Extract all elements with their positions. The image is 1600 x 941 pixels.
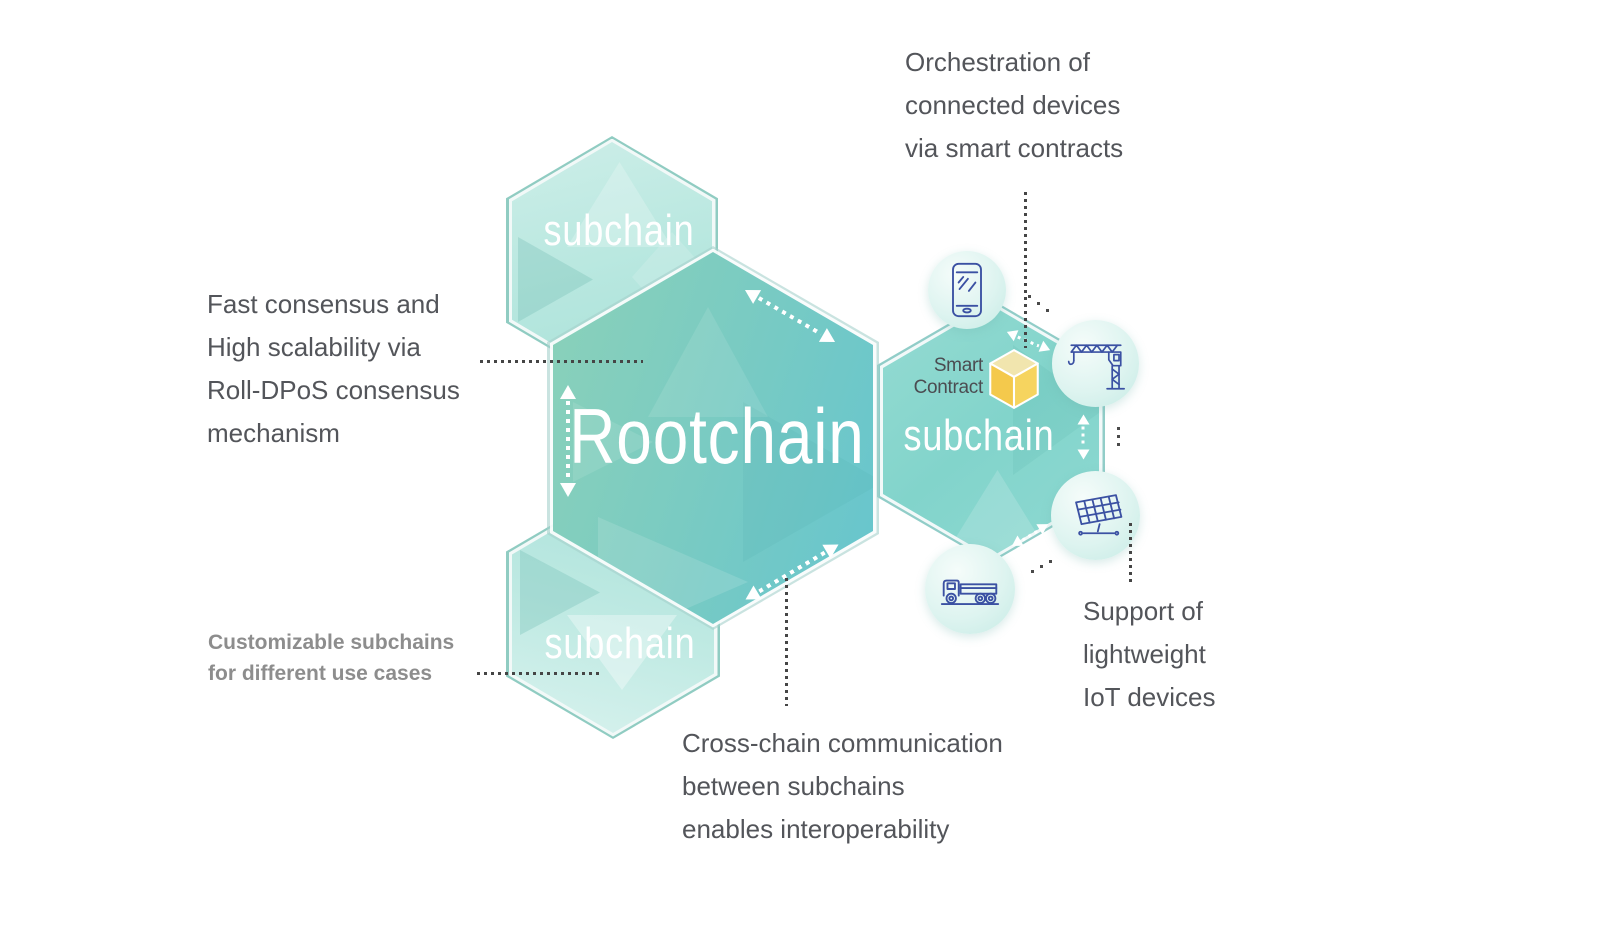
arrow-shaft: [566, 401, 570, 481]
annotation-line: High scalability via: [207, 332, 421, 362]
solar-panel-icon: [1074, 493, 1122, 536]
dot-cluster-phone-crane: [1037, 302, 1040, 305]
subchain-label-bottom-left: subchain: [544, 619, 696, 668]
crane-icon: [1067, 343, 1125, 390]
annotation-orchestration: Orchestration of connected devices via s…: [905, 41, 1123, 170]
arrow-shaft: [1021, 529, 1039, 541]
leader-line-orchestration: [1024, 192, 1027, 348]
annotation-fast-consensus: Fast consensus and High scalability via …: [207, 283, 460, 455]
dot-cluster-truck-solar: [1049, 560, 1052, 563]
annotation-line: Cross-chain communication: [682, 728, 1003, 758]
arrow-shaft: [1082, 426, 1085, 448]
annotation-line: via smart contracts: [905, 133, 1124, 163]
annotation-line: lightweight: [1083, 639, 1206, 669]
smart-contract-caption-line: Contract: [913, 377, 984, 398]
annotation-line: mechanism: [207, 418, 340, 448]
annotation-line: Fast consensus and: [207, 289, 440, 319]
rootchain-label: Rootchain: [569, 392, 865, 480]
crane-device-circle: [1052, 320, 1139, 407]
dot-cluster-truck-solar: [1031, 570, 1034, 573]
annotation-line: Orchestration of: [905, 47, 1090, 77]
subchain-label-right: subchain: [903, 411, 1055, 460]
dot-cluster-right-edge: [1117, 435, 1120, 438]
leader-line-cross-chain: [785, 578, 788, 706]
smart-contract-cube-icon: [989, 349, 1039, 409]
annotation-line: Roll-DPoS consensus: [207, 375, 460, 405]
arrowhead-icon: [1077, 449, 1090, 460]
truck-icon: [940, 579, 1000, 605]
dot-cluster-right-edge: [1117, 443, 1120, 446]
annotation-line: connected devices: [905, 90, 1121, 120]
dot-cluster-right-edge: [1117, 427, 1120, 430]
annotation-line: enables interoperability: [682, 814, 950, 844]
arrowhead-icon: [1077, 414, 1090, 425]
dot-cluster-phone-crane: [1028, 295, 1031, 298]
subchain-label-top-left: subchain: [543, 206, 695, 255]
bidirectional-arrow-rootchain-vertical: [560, 385, 576, 497]
dot-cluster-truck-solar: [1040, 565, 1043, 568]
solar-panel-device-circle: [1051, 471, 1140, 560]
dot-cluster-phone-crane: [1046, 309, 1049, 312]
arrowhead-icon: [560, 483, 576, 497]
leader-line-fast-consensus: [480, 360, 643, 363]
annotation-customizable-subchains: Customizable subchains for different use…: [208, 627, 454, 689]
annotation-iot-support: Support of lightweight IoT devices: [1083, 590, 1215, 719]
smart-contract-caption-line: Smart: [933, 355, 983, 376]
annotation-line: IoT devices: [1083, 682, 1216, 712]
smartphone-device-circle: [928, 251, 1006, 329]
smartphone-icon: [952, 262, 982, 318]
bidirectional-arrow-crane-solar: [1077, 414, 1090, 460]
leader-line-iot-support: [1129, 523, 1132, 586]
smart-contract-caption: Smart Contract: [880, 355, 984, 399]
annotation-line: for different use cases: [208, 662, 433, 685]
annotation-cross-chain: Cross-chain communication between subcha…: [682, 722, 1003, 851]
annotation-line: Support of: [1083, 596, 1203, 626]
leader-line-customizable: [477, 672, 603, 675]
arrowhead-icon: [560, 385, 576, 399]
annotation-line: between subchains: [682, 771, 905, 801]
annotation-line: Customizable subchains: [208, 631, 455, 654]
truck-device-circle: [925, 544, 1015, 634]
